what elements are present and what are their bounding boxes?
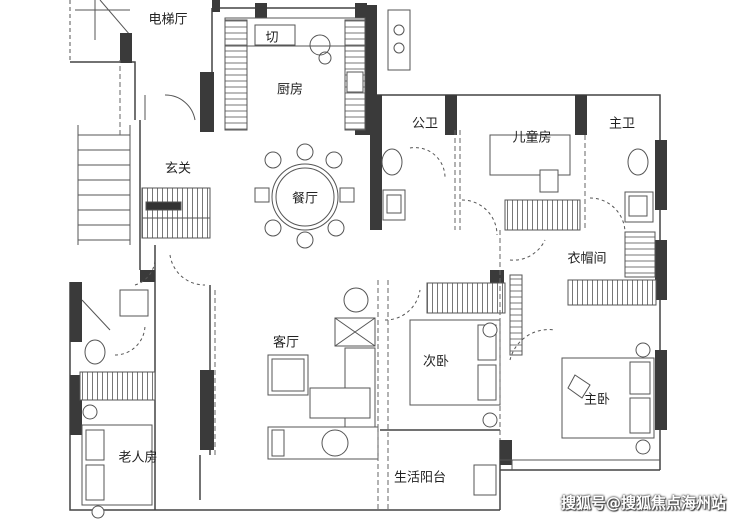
- label-public-bath: 公卫: [411, 116, 439, 132]
- kitchen-counters: [224, 9, 411, 131]
- second-bedroom-bed: [409, 319, 501, 428]
- label-cut-mark: 切: [265, 30, 279, 46]
- cloakroom-wardrobes: [426, 231, 657, 356]
- label-master-bath: 主卫: [608, 116, 636, 132]
- doors: [114, 94, 626, 361]
- elderly-room-furniture: [79, 289, 156, 519]
- label-cloakroom: 衣帽间: [567, 251, 607, 267]
- label-entrance: 玄关: [164, 161, 192, 177]
- watermark: 搜狐号@搜狐焦点海州站: [560, 494, 726, 512]
- label-service-balcony: 生活阳台: [393, 470, 447, 486]
- label-second-bedroom: 次卧: [422, 354, 450, 370]
- balcony-fixtures: [473, 459, 660, 496]
- label-dining: 餐厅: [291, 191, 319, 207]
- label-kitchen: 厨房: [276, 82, 304, 98]
- public-bath-fixtures: [381, 148, 406, 221]
- dining-table: [254, 143, 355, 249]
- label-living-room: 客厅: [272, 335, 300, 351]
- label-master-bedroom: 主卧: [583, 392, 611, 408]
- entrance-cabinet: [141, 187, 211, 239]
- partition-lines: [119, 60, 586, 510]
- staircase: [69, 0, 131, 245]
- structural-walls: [70, 0, 667, 465]
- label-elevator-hall: 电梯厅: [148, 12, 188, 28]
- master-bath-fixtures: [624, 148, 654, 223]
- living-room-furniture: [267, 287, 379, 460]
- label-kids-room: 儿童房: [512, 130, 552, 146]
- kids-room-furniture: [489, 134, 581, 231]
- master-bedroom-bed: [561, 342, 655, 455]
- label-elderly-room: 老人房: [118, 450, 158, 466]
